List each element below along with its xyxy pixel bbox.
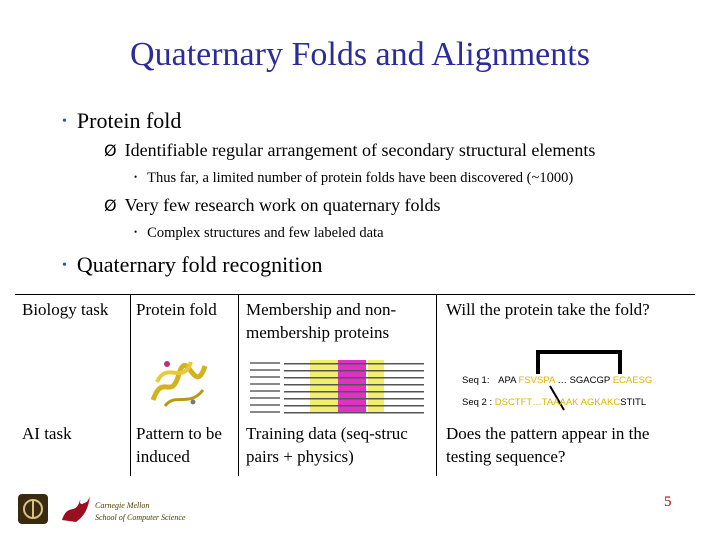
table-divider xyxy=(130,294,131,476)
page-number: 5 xyxy=(664,494,672,510)
ri-logo-icon xyxy=(18,494,48,524)
row1-col3: Will the protein take the fold? xyxy=(446,300,650,319)
detail-folds-discovered: •Thus far, a limited number of protein f… xyxy=(134,170,574,186)
alignment-image xyxy=(250,360,424,414)
arrow-icon: Ø xyxy=(104,141,117,160)
row1-col1: Protein fold xyxy=(136,300,217,319)
sequence-1: Seq 1: APA FSVSPA … SGACGP ECAESG xyxy=(462,375,653,386)
detail-complex-structures: •Complex structures and few labeled data xyxy=(134,225,384,241)
institution-name: Carnegie Mellon School of Computer Scien… xyxy=(95,501,186,522)
row2-col2: Training data (seq-struc pairs + physics… xyxy=(246,424,408,466)
row2-col1: Pattern to be induced xyxy=(136,424,222,466)
table-divider xyxy=(238,294,239,476)
row1-label: Biology task xyxy=(22,300,109,319)
slide-title: Quaternary Folds and Alignments xyxy=(130,36,590,73)
row1-col2: Membership and non-membership proteins xyxy=(246,300,397,342)
row2-label: AI task xyxy=(22,424,72,443)
bullet-icon: • xyxy=(62,114,67,129)
protein-structure-image xyxy=(150,361,208,408)
table-divider xyxy=(436,294,437,476)
row2-col3: Does the pattern appear in the testing s… xyxy=(446,424,650,466)
bullet-icon: • xyxy=(62,258,67,273)
small-bullet-icon: • xyxy=(134,227,138,237)
small-bullet-icon: • xyxy=(134,172,138,182)
dragon-logo-icon xyxy=(62,496,90,522)
table-top-border xyxy=(15,294,695,295)
arrow-icon: Ø xyxy=(104,196,117,215)
bullet-quaternary-recognition: •Quaternary fold recognition xyxy=(62,252,323,277)
bullet-protein-fold: •Protein fold xyxy=(62,108,182,133)
pairing-bracket xyxy=(536,350,622,411)
sequence-2: Seq 2 : DSCTFT…TAAAAK AGKAKCSTITL xyxy=(462,397,647,408)
